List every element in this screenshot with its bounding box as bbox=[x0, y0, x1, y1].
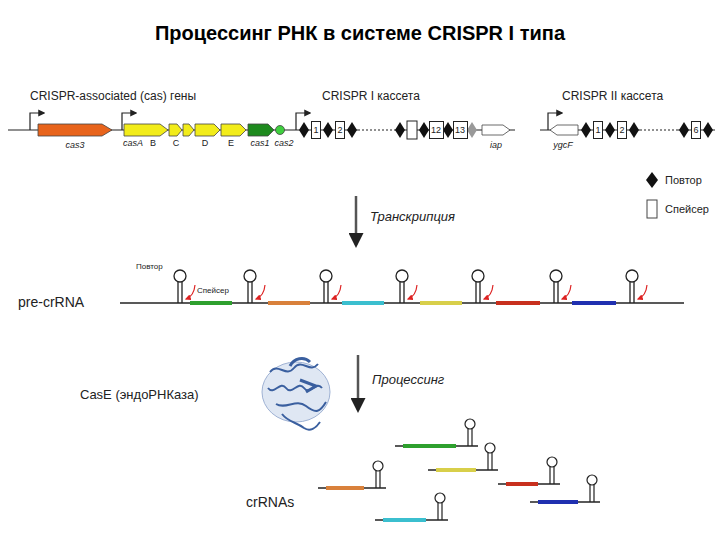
spacer-number: 12 bbox=[431, 126, 441, 135]
section-heading: CRISPR-associated (cas) гены bbox=[30, 90, 196, 104]
spacer-box bbox=[407, 121, 417, 139]
part-label: Повтор bbox=[136, 262, 163, 271]
spacer-box: 1 bbox=[311, 121, 321, 139]
gene-name: iap bbox=[490, 140, 502, 150]
spacer-box: 12 bbox=[429, 121, 444, 139]
spacer-number: 2 bbox=[619, 126, 624, 135]
gene-name: D bbox=[202, 138, 209, 148]
spacer-number: 1 bbox=[595, 126, 600, 135]
repeat-diamond bbox=[299, 122, 713, 138]
row-label: crRNAs bbox=[246, 494, 294, 510]
gene-name: ygcF bbox=[553, 140, 573, 150]
title: Процессинг РНК в системе CRISPR I типа bbox=[155, 22, 565, 45]
row-label: pre-crRNA bbox=[18, 294, 84, 310]
spacer-number: 6 bbox=[693, 126, 698, 135]
spacer-number: 2 bbox=[337, 126, 342, 135]
gene-name: E bbox=[228, 138, 234, 148]
gene-name: cas2 bbox=[274, 138, 293, 148]
step-label: Транскрипция bbox=[370, 210, 455, 225]
spacer-box: 2 bbox=[617, 121, 627, 139]
rna-line bbox=[120, 302, 684, 304]
cleavage-arrow bbox=[186, 285, 647, 299]
legend-item: Повтор bbox=[645, 170, 702, 190]
spacer-number: 1 bbox=[313, 126, 318, 135]
spacer-segment bbox=[190, 301, 616, 305]
gene-name: cas1 bbox=[250, 138, 269, 148]
spacer-box: 6 bbox=[691, 121, 701, 139]
gene-name: casA bbox=[123, 138, 143, 148]
spacer-number: 13 bbox=[455, 126, 465, 135]
spacer-box: 2 bbox=[335, 121, 345, 139]
legend-text: Спейсер bbox=[665, 203, 709, 215]
spacer-box: 1 bbox=[593, 121, 603, 139]
legend-item: Спейсер bbox=[645, 199, 709, 219]
section-heading: CRISPR II кассета bbox=[562, 90, 663, 104]
case-protein bbox=[262, 359, 330, 430]
gene-name: B bbox=[150, 138, 156, 148]
part-label: Спейсер bbox=[197, 286, 229, 295]
section-heading: CRISPR I кассета bbox=[322, 90, 420, 104]
gene-name: C bbox=[173, 138, 180, 148]
enzyme-label: CasE (эндоРНКаза) bbox=[80, 388, 199, 403]
legend-text: Повтор bbox=[665, 174, 702, 186]
gene-name: cas3 bbox=[65, 140, 84, 150]
hairpin bbox=[174, 270, 638, 303]
crrna bbox=[318, 419, 600, 520]
legend-diamond bbox=[645, 170, 659, 190]
step-label: Процессинг bbox=[372, 373, 444, 388]
spacer-box: 13 bbox=[453, 121, 468, 139]
legend-rect bbox=[645, 199, 659, 219]
